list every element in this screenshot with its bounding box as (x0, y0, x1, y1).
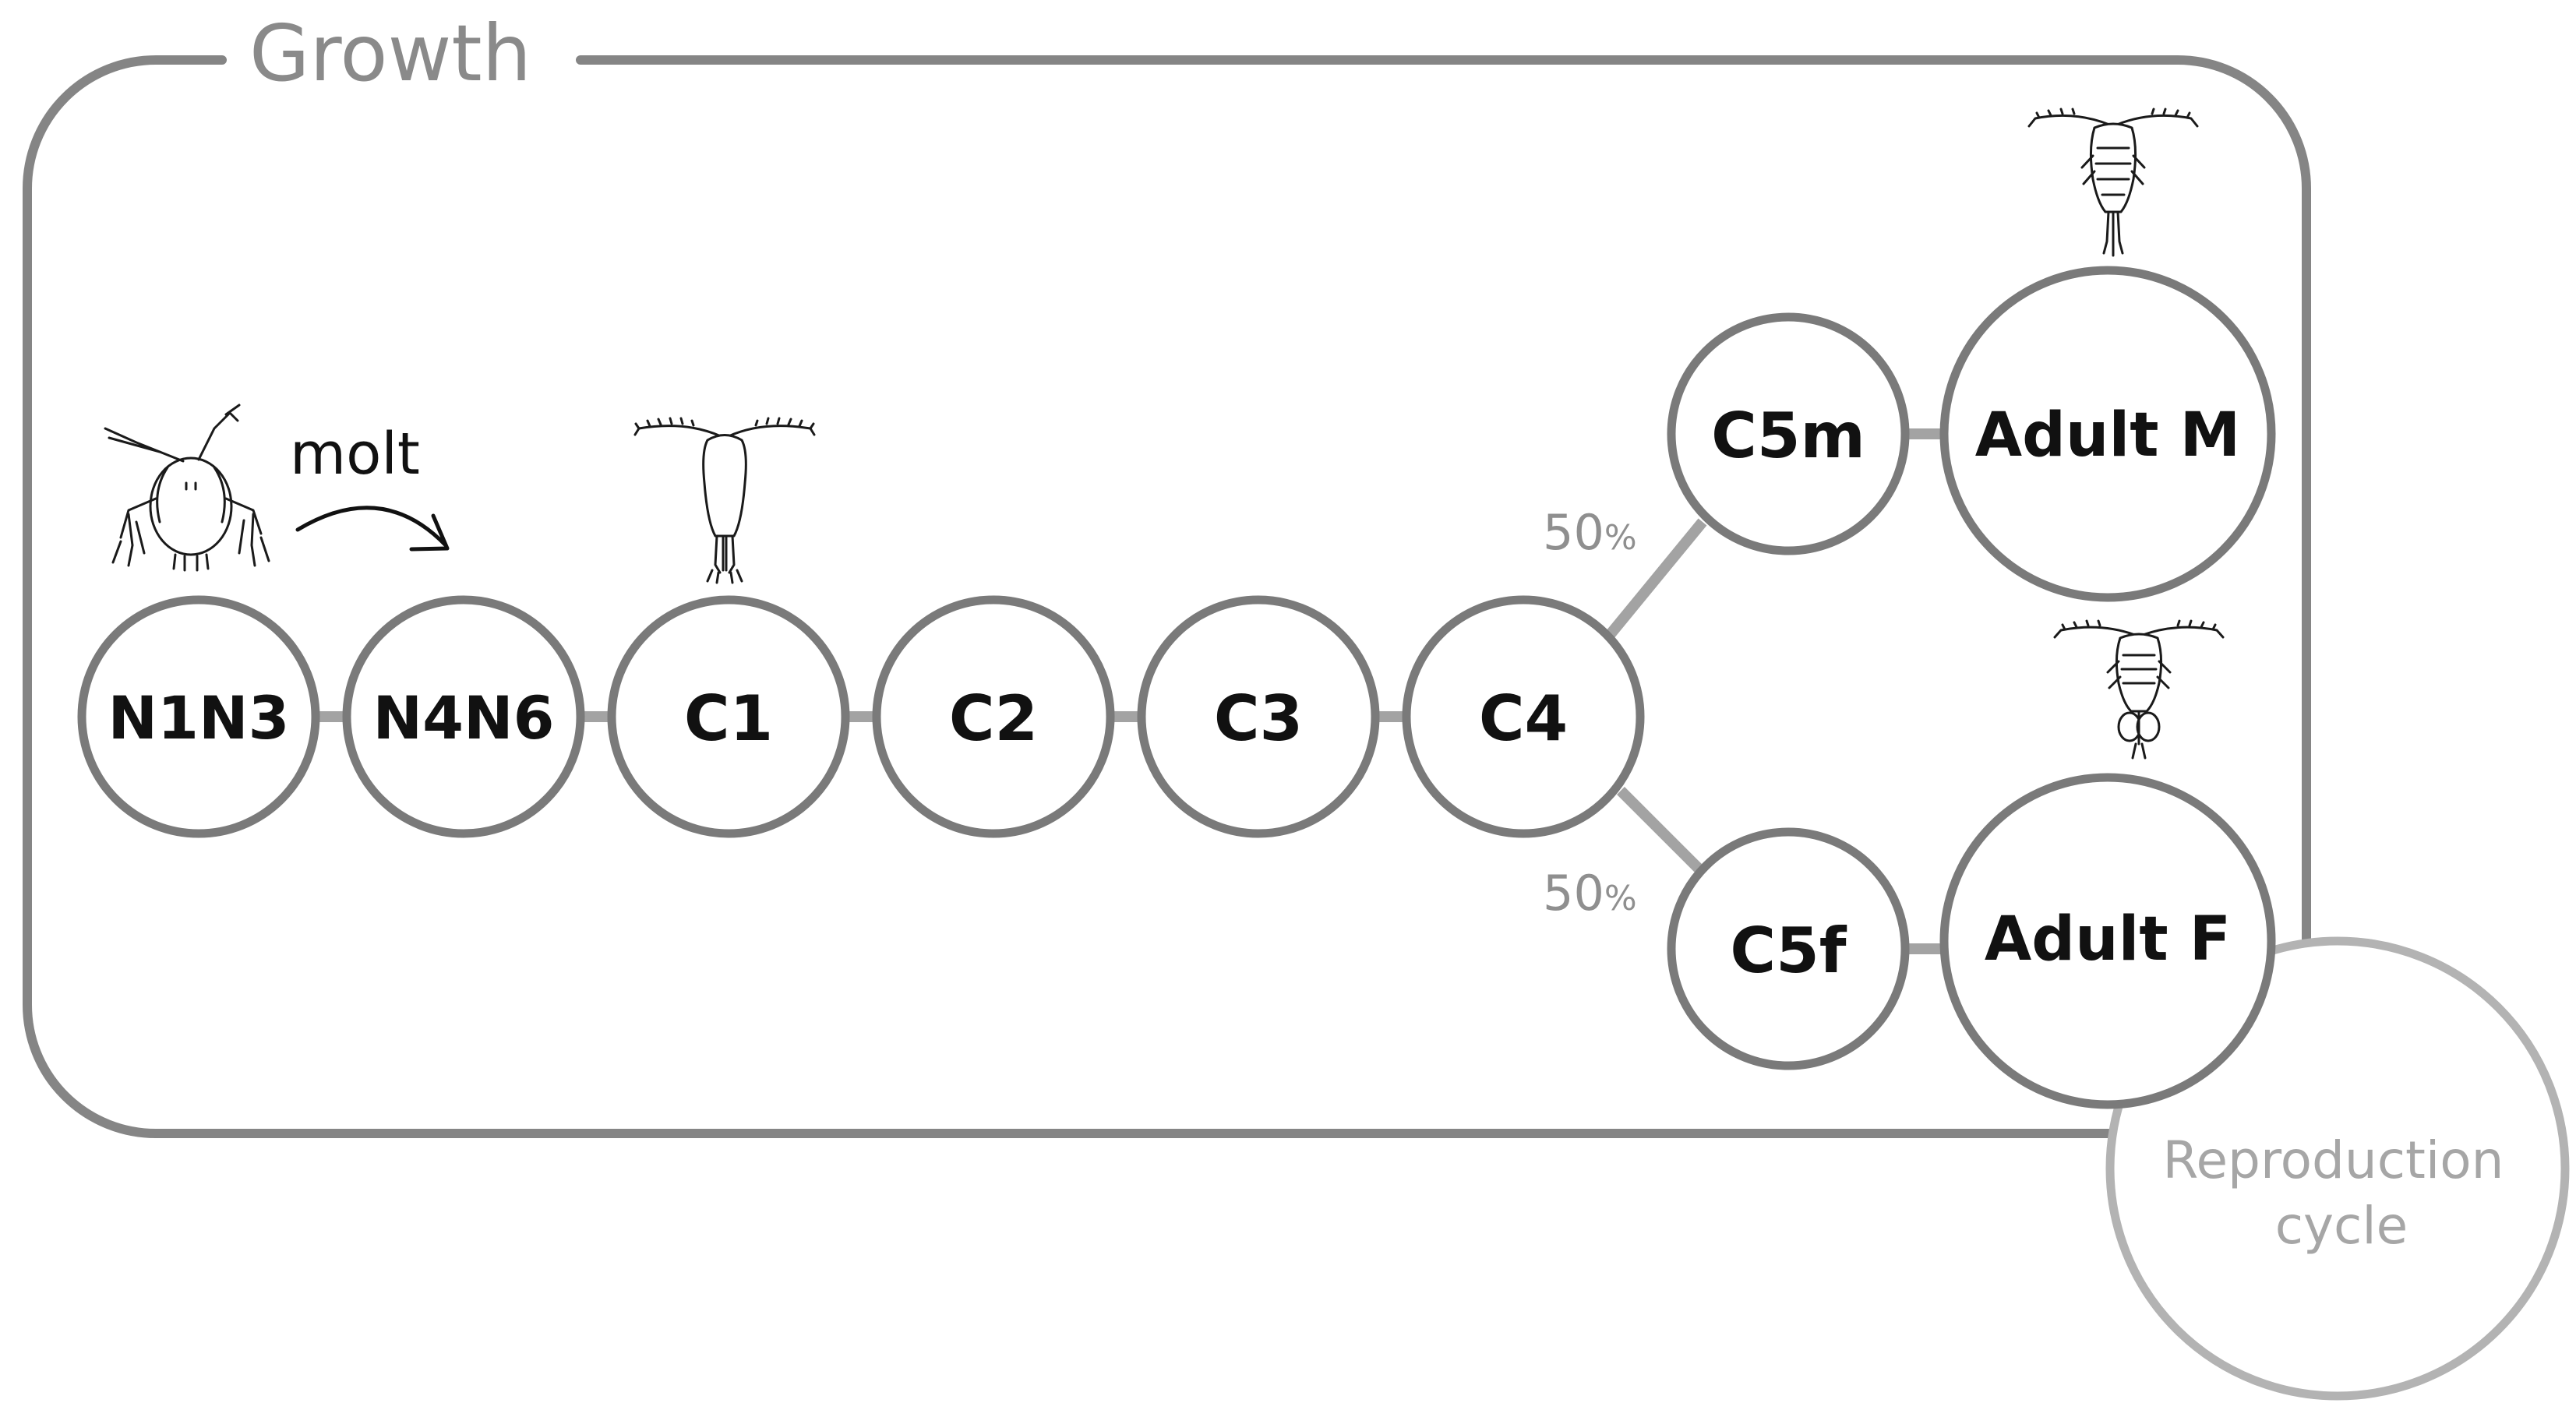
node-c4 (1402, 595, 1645, 838)
connector-c4-c5f (1617, 787, 1706, 876)
molt-arrow-icon (295, 506, 450, 552)
node-n4n6 (342, 595, 585, 838)
adult-female-copepod-icon (2053, 619, 2225, 760)
branch-lower-value: 50 (1543, 865, 1604, 922)
growth-frame (23, 55, 2311, 1138)
node-c3 (1137, 595, 1380, 838)
node-c1 (607, 595, 850, 838)
node-n1n3 (77, 595, 320, 838)
label-c3: C3 (1214, 682, 1303, 755)
label-c5m: C5m (1711, 400, 1865, 472)
node-adult-m (1939, 266, 2276, 602)
adult-male-copepod-icon (2027, 108, 2199, 257)
branch-percent-lower: 50% (1543, 865, 1637, 922)
branch-lower-unit: % (1604, 879, 1637, 918)
reproduction-line-1: Reproduction (2163, 1130, 2504, 1190)
growth-label: Growth (249, 8, 531, 99)
label-c5f: C5f (1730, 915, 1847, 987)
connector-c4-c5m (1605, 518, 1707, 639)
label-adult-m: Adult M (1975, 400, 2241, 471)
branch-percent-upper: 50% (1543, 504, 1637, 561)
label-c1: C1 (684, 682, 773, 755)
nauplius-icon (104, 404, 270, 572)
label-n1n3: N1N3 (108, 683, 290, 753)
molt-label: molt (290, 421, 420, 488)
label-adult-f: Adult F (1985, 904, 2231, 975)
node-adult-f (1939, 773, 2276, 1109)
node-c5m (1667, 312, 1910, 555)
label-c2: C2 (949, 682, 1038, 755)
copepodite-icon (633, 417, 816, 584)
reproduction-cycle-label: Reproduction cycle (2163, 1130, 2521, 1256)
stage-nodes (77, 266, 2276, 1109)
node-c2 (872, 595, 1115, 838)
reproduction-line-2: cycle (2275, 1196, 2408, 1256)
branch-upper-unit: % (1604, 518, 1637, 558)
label-c4: C4 (1479, 682, 1568, 755)
stage-connectors (316, 428, 1944, 954)
stage-labels: N1N3 N4N6 C1 C2 C3 C4 C5m C5f Adult M Ad… (108, 400, 2241, 987)
node-c5f (1667, 827, 1910, 1070)
branch-upper-value: 50 (1543, 504, 1604, 561)
label-n4n6: N4N6 (373, 683, 555, 753)
